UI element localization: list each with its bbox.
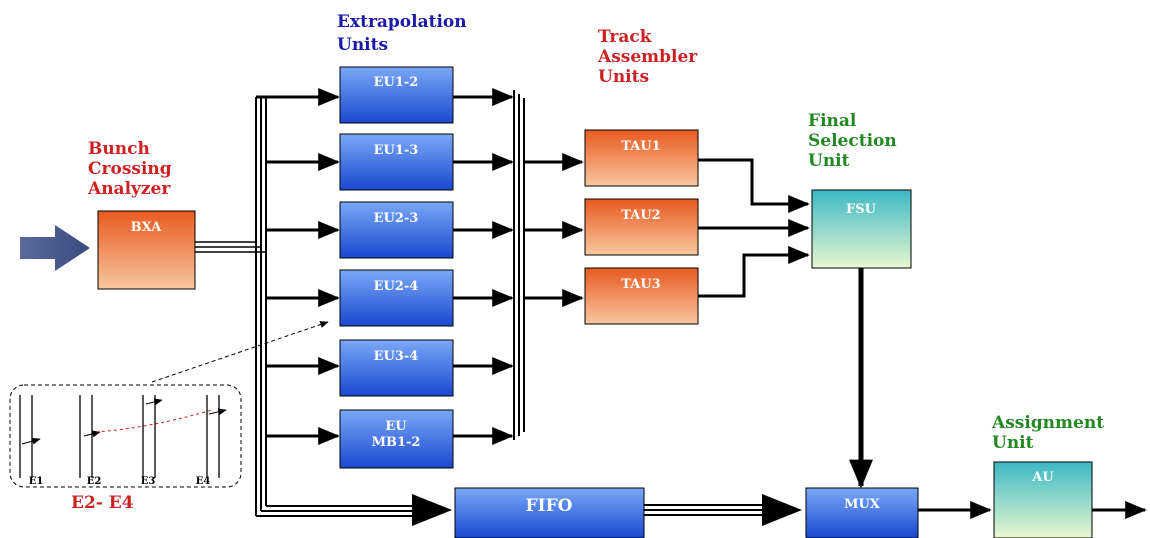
bus-to-tau-arrows — [524, 153, 584, 307]
extrapolation-label-line2: Units — [337, 35, 388, 55]
station-e1-label: E1 — [29, 476, 44, 487]
eu-box-1-2: EU1-2 — [339, 66, 454, 124]
eu-2-3-label: EU2-3 — [374, 211, 419, 226]
input-arrow-icon — [20, 225, 90, 271]
eu-mb-label-line1: EU — [385, 419, 407, 434]
bunch-crossing-label: Bunch Crossing Analyzer — [87, 139, 172, 199]
eu-box-3-4: EU3-4 — [339, 339, 454, 397]
bus-to-eu-arrows — [256, 88, 340, 445]
track-extrapolation-curve — [95, 409, 213, 433]
inset-pointer — [151, 321, 329, 383]
station-e3-label: E3 — [141, 476, 156, 487]
bxa-label: BXA — [131, 220, 163, 235]
bus-to-fifo-link — [256, 505, 420, 517]
tau1-label: TAU1 — [621, 139, 660, 154]
fifo-to-mux-link — [644, 504, 770, 516]
track-label-line2: Assembler — [597, 47, 698, 67]
eu-2-4-label: EU2-4 — [374, 279, 419, 294]
e2-e4-label: E2- E4 — [71, 493, 134, 513]
eu-box-mb1-2: EU MB1-2 — [339, 409, 454, 469]
bunch-label-line1: Bunch — [88, 139, 150, 159]
eu-box-1-3: EU1-3 — [339, 133, 454, 191]
au-label: AU — [1031, 470, 1054, 485]
station-e4-label: E4 — [196, 476, 211, 487]
mux-input-arrowhead — [762, 494, 802, 526]
station-e2-label: E2 — [87, 476, 102, 487]
mux-box: MUX — [805, 487, 919, 538]
au-box: AU — [993, 461, 1093, 538]
track-label-line3: Units — [598, 67, 649, 87]
final-selection-label: Final Selection Unit — [808, 111, 897, 171]
eu-1-2-label: EU1-2 — [374, 75, 419, 90]
assign-label-line1: Assignment — [991, 413, 1104, 433]
tau-box-3: TAU3 — [584, 267, 699, 325]
assignment-unit-label: Assignment Unit — [991, 413, 1104, 453]
extrapolation-units-label: Extrapolation Units — [337, 12, 467, 55]
bunch-label-line3: Analyzer — [87, 179, 171, 199]
fifo-label: FIFO — [526, 496, 573, 516]
eu-output-bus — [513, 90, 525, 440]
final-label-line2: Selection — [808, 131, 897, 151]
extrapolation-label-line1: Extrapolation — [337, 12, 467, 32]
tau2-label: TAU2 — [621, 208, 660, 223]
eu-3-4-label: EU3-4 — [374, 349, 419, 364]
fifo-input-arrowhead — [412, 494, 452, 526]
fsu-box: FSU — [811, 189, 912, 269]
eu-to-bus-arrows — [453, 88, 514, 445]
tau3-label: TAU3 — [621, 277, 660, 292]
final-label-line1: Final — [808, 111, 857, 131]
eu-box-2-3: EU2-3 — [339, 201, 454, 259]
assign-label-line2: Unit — [992, 433, 1034, 453]
track-assembler-label: Track Assembler Units — [597, 27, 698, 87]
tau-box-2: TAU2 — [584, 198, 699, 256]
track-label-line1: Track — [598, 27, 653, 47]
tau-to-fsu-arrows — [698, 158, 810, 298]
tau-box-1: TAU1 — [584, 129, 699, 187]
input-bus — [255, 97, 267, 516]
eu-1-3-label: EU1-3 — [374, 143, 419, 158]
mux-label: MUX — [844, 497, 881, 512]
fifo-box: FIFO — [454, 487, 645, 538]
bunch-label-line2: Crossing — [88, 159, 172, 179]
eu-mb-label-line2: MB1-2 — [372, 435, 421, 450]
final-label-line3: Unit — [808, 151, 850, 171]
bxa-bus-link — [195, 241, 266, 253]
eu-box-2-4: EU2-4 — [339, 269, 454, 327]
fsu-label: FSU — [846, 202, 877, 217]
station-inset: E1 E2 E3 E4 — [9, 384, 242, 488]
bxa-box: BXA — [97, 210, 196, 290]
